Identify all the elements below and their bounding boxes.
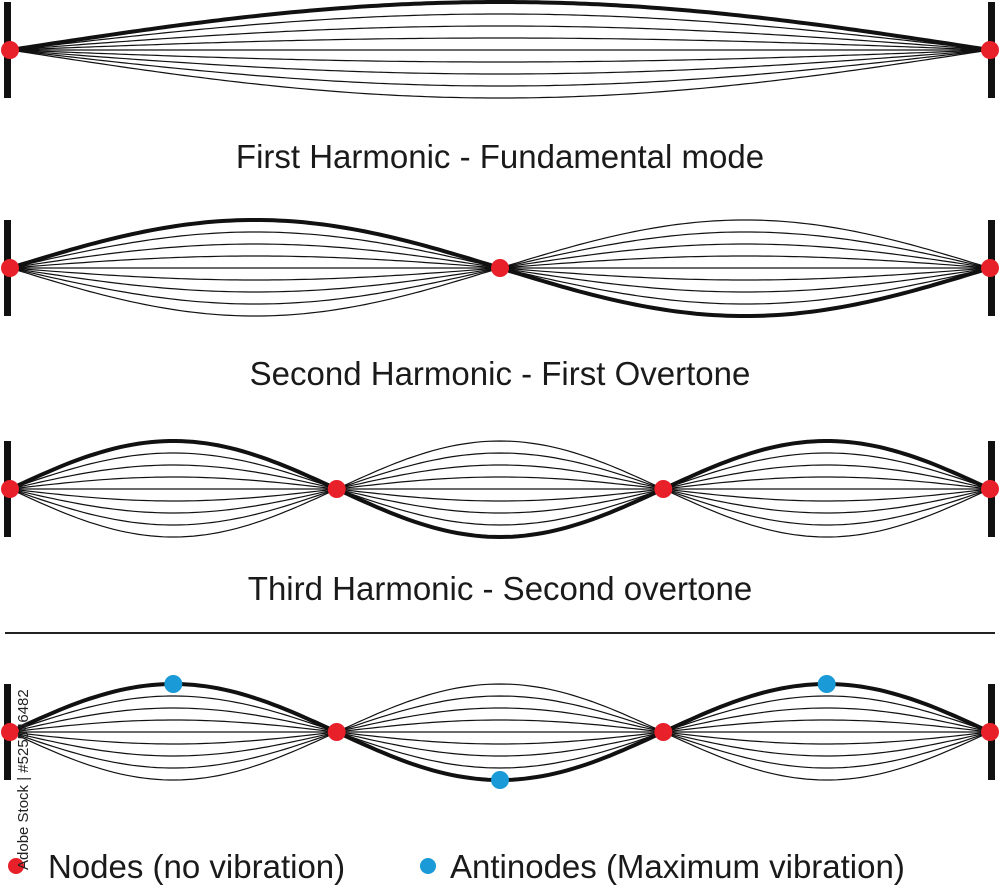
mode-second-harmonic bbox=[1, 218, 999, 318]
caption-third-harmonic: Third Harmonic - Second overtone bbox=[248, 570, 752, 607]
string-envelope bbox=[9, 464, 991, 514]
node-marker bbox=[981, 723, 999, 741]
node-marker bbox=[654, 723, 673, 741]
string-envelope bbox=[9, 440, 991, 538]
node-marker bbox=[491, 259, 509, 277]
node-marker bbox=[327, 480, 346, 498]
node-marker bbox=[1, 259, 19, 277]
string-envelope bbox=[9, 719, 991, 745]
string-envelope-max bbox=[9, 439, 991, 540]
node-marker bbox=[1, 723, 19, 741]
string-envelope bbox=[9, 476, 991, 502]
string-envelope bbox=[9, 452, 991, 526]
caption-first-harmonic: First Harmonic - Fundamental mode bbox=[236, 138, 764, 175]
antinode-marker bbox=[491, 771, 509, 789]
legend: Nodes (no vibration) Antinodes (Maximum … bbox=[8, 848, 905, 885]
string-envelope bbox=[9, 49, 991, 99]
node-marker bbox=[981, 480, 999, 498]
stock-watermark-text: Adobe Stock | #525546482 bbox=[15, 689, 32, 870]
string-envelope bbox=[9, 13, 991, 51]
antinode-marker bbox=[164, 675, 183, 693]
legend-node-marker bbox=[8, 858, 24, 874]
antinode-marker bbox=[817, 675, 836, 693]
string-envelope bbox=[9, 695, 991, 769]
node-marker bbox=[981, 41, 999, 59]
legend-antinode-marker bbox=[420, 858, 436, 874]
string-envelope bbox=[9, 476, 991, 502]
mode-third-harmonic bbox=[1, 439, 999, 540]
legend-nodes-label: Nodes (no vibration) bbox=[48, 848, 345, 885]
node-marker bbox=[327, 723, 346, 741]
string-envelope bbox=[9, 49, 991, 63]
string-envelope bbox=[9, 695, 991, 769]
caption-second-harmonic: Second Harmonic - First Overtone bbox=[250, 355, 751, 392]
node-marker bbox=[1, 480, 19, 498]
string-envelope bbox=[9, 37, 991, 51]
string-envelope bbox=[9, 464, 991, 514]
mode-third-harmonic-annotated bbox=[1, 675, 999, 789]
string-envelope bbox=[9, 25, 991, 51]
string-envelope bbox=[9, 49, 991, 75]
string-envelope bbox=[9, 719, 991, 745]
mode-first-harmonic bbox=[1, 0, 999, 99]
string-envelope bbox=[9, 49, 991, 87]
node-marker bbox=[1, 41, 19, 59]
node-marker bbox=[654, 480, 673, 498]
legend-antinodes-label: Antinodes (Maximum vibration) bbox=[450, 848, 905, 885]
string-envelope bbox=[9, 707, 991, 757]
node-marker bbox=[981, 259, 999, 277]
string-envelope bbox=[9, 452, 991, 526]
string-envelope-max bbox=[9, 0, 991, 52]
string-envelope bbox=[9, 707, 991, 757]
string-envelope bbox=[9, 683, 991, 781]
